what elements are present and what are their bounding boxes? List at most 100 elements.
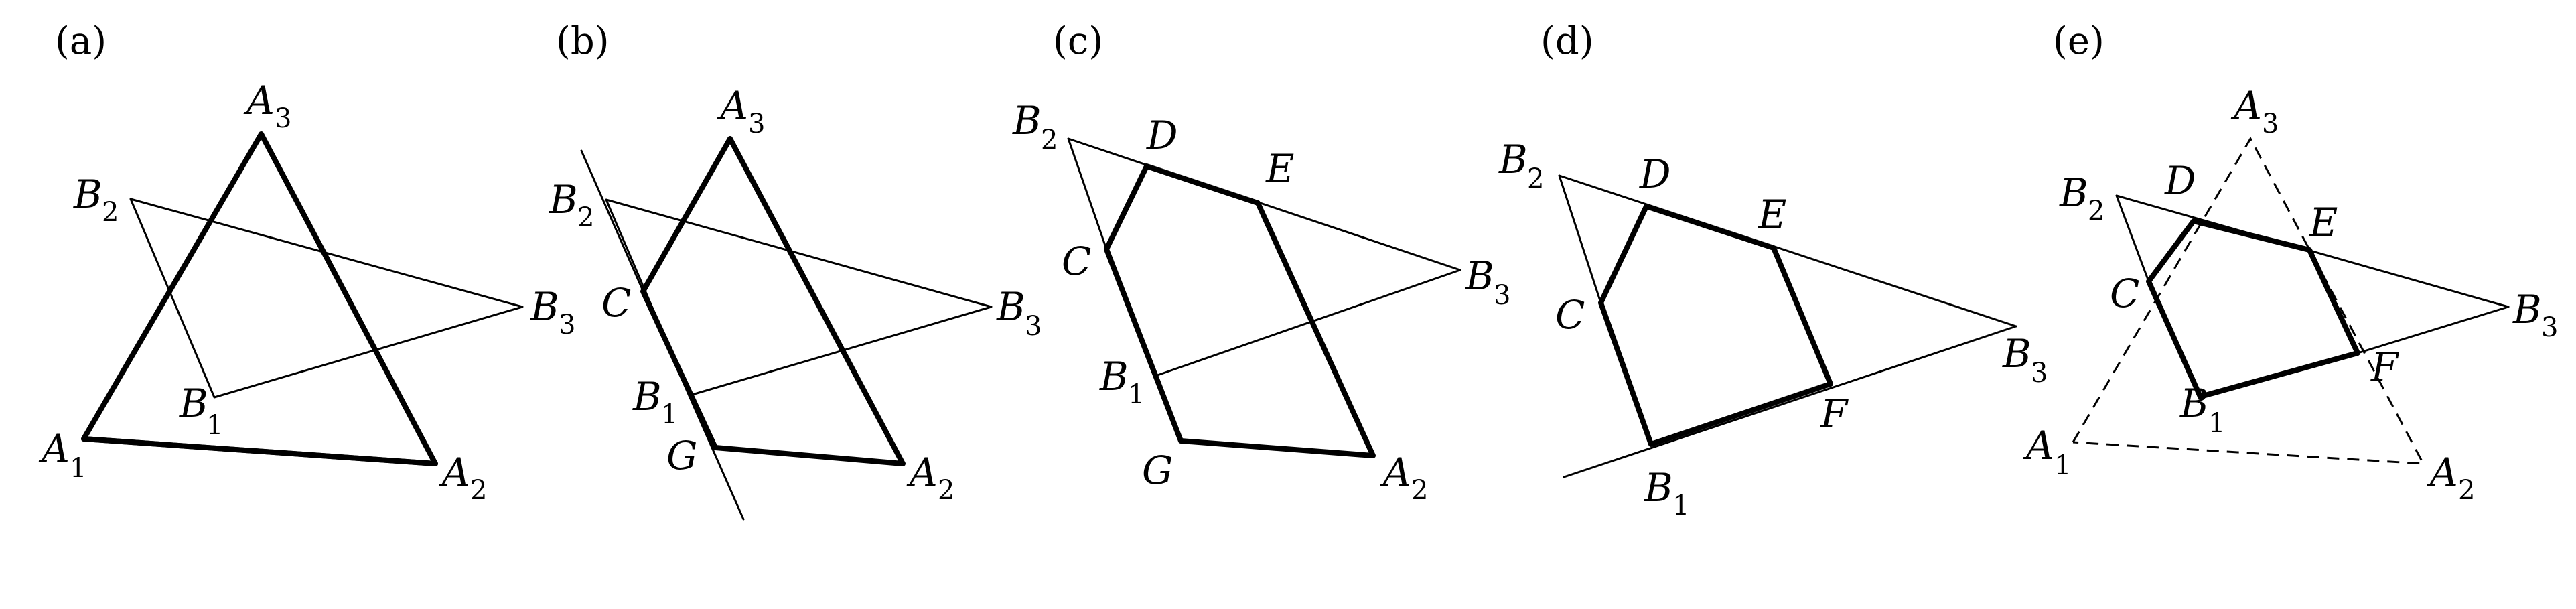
label-b-B3: B 3 [996,284,1042,342]
svg-text:B: B [632,374,662,419]
label-d-B2: B 2 [1498,137,1544,194]
label-a-B1: B 1 [179,381,223,441]
label-b-A2: A 2 [906,450,954,506]
svg-text:A: A [243,78,275,123]
svg-text:B: B [530,284,559,330]
label-e-F: F [2370,344,2399,390]
line-B2-B3 [1067,137,1461,271]
triangle-B [129,198,524,399]
svg-text:2: 2 [2088,196,2104,226]
label-c-G: G [1142,448,1173,493]
segment-B2-C-d [1558,174,1602,304]
svg-text:A: A [1380,450,1411,495]
svg-text:3: 3 [2541,312,2558,343]
svg-text:B: B [1644,465,1673,511]
svg-text:2: 2 [1411,475,1428,506]
svg-text:F: F [1820,391,1849,437]
segment-B2-C-e [2115,194,2150,283]
svg-text:2: 2 [470,475,487,506]
svg-text:B: B [1012,98,1042,143]
svg-text:F: F [2370,344,2399,390]
svg-text:1: 1 [2054,450,2071,481]
svg-text:2: 2 [102,197,119,228]
label-c-E: E [1265,146,1294,192]
svg-text:C: C [2110,271,2139,316]
svg-text:B: B [179,381,208,426]
label-b-B2: B 2 [549,177,594,233]
label-b-B1: B 1 [632,374,678,430]
label-b-G: G [666,433,697,478]
label-c-B1: B 1 [1099,354,1145,410]
svg-text:C: C [1062,239,1091,284]
region-d [1598,204,1833,447]
label-d-B3: B 3 [2002,331,2048,389]
svg-text:A: A [2427,450,2458,495]
svg-text:A: A [439,450,470,495]
svg-text:B: B [2179,381,2209,426]
panel-a: (a) A 3 B 2 B 3 B 1 A 1 A 2 [38,19,575,506]
svg-text:D: D [1639,151,1671,197]
svg-text:3: 3 [559,310,575,340]
label-d-D: D [1639,151,1671,197]
panel-d-label: (d) [1541,19,1594,63]
dashed-triangle-A [2072,136,2425,465]
label-b-C: C [601,280,631,326]
triangle-A [81,131,438,466]
label-d-E: E [1758,192,1786,237]
svg-text:1: 1 [2208,408,2225,439]
region-b [640,136,906,466]
label-e-B1: B 1 [2179,381,2225,439]
svg-text:G: G [1142,448,1173,493]
label-a-B3: B 3 [530,284,575,340]
svg-text:D: D [1146,113,1178,158]
label-a-A2: A 2 [439,450,487,506]
panel-d: (d) B 2 D E C B 3 F B 1 [1498,19,2048,521]
svg-text:A: A [717,83,748,129]
svg-text:1: 1 [70,453,86,484]
svg-text:B: B [2512,287,2542,332]
label-e-A1: A 1 [2023,423,2071,481]
svg-text:1: 1 [661,399,678,430]
segment-B1-B3 [1156,269,1461,377]
svg-text:B: B [2002,331,2031,377]
panel-e: (e) A 3 B 2 D E C B 3 F B 1 [2023,19,2558,506]
svg-text:A: A [2023,423,2054,468]
label-c-B3: B 3 [1465,253,1510,311]
region-e [2146,218,2360,399]
svg-text:3: 3 [748,109,765,139]
svg-text:1: 1 [1128,379,1145,410]
label-e-C: C [2110,271,2139,316]
label-a-A3: A 3 [243,78,291,134]
svg-text:3: 3 [1025,311,1042,342]
label-e-A2: A 2 [2427,450,2475,506]
label-c-B2: B 2 [1012,98,1058,155]
segment-B2-C [1067,137,1108,251]
svg-text:A: A [2230,83,2262,129]
svg-text:3: 3 [2031,358,2048,389]
svg-text:B: B [2059,170,2088,216]
label-e-E: E [2309,200,2338,245]
label-a-B2: B 2 [73,172,119,228]
label-c-D: D [1146,113,1178,158]
svg-text:E: E [1265,146,1294,192]
svg-text:B: B [1498,137,1528,182]
side-A1A2 [81,436,438,466]
svg-text:A: A [906,450,938,495]
label-b-A3: A 3 [717,83,765,139]
svg-text:B: B [73,172,102,217]
svg-text:1: 1 [1672,490,1689,521]
svg-text:B: B [996,284,1025,330]
panel-b: (b) A 3 B 2 C B 3 B 1 G A 2 [549,19,1042,521]
svg-text:A: A [38,426,70,472]
svg-text:C: C [1555,292,1585,338]
svg-text:2: 2 [2458,475,2475,506]
svg-text:G: G [666,433,697,478]
svg-text:B: B [1099,354,1129,399]
label-e-B3: B 3 [2512,287,2558,343]
triangle-B-b [605,198,993,397]
line-B1-B3-d [1563,325,2017,478]
panel-a-label: (a) [55,19,106,63]
svg-text:E: E [1758,192,1786,237]
label-d-F: F [1820,391,1849,437]
